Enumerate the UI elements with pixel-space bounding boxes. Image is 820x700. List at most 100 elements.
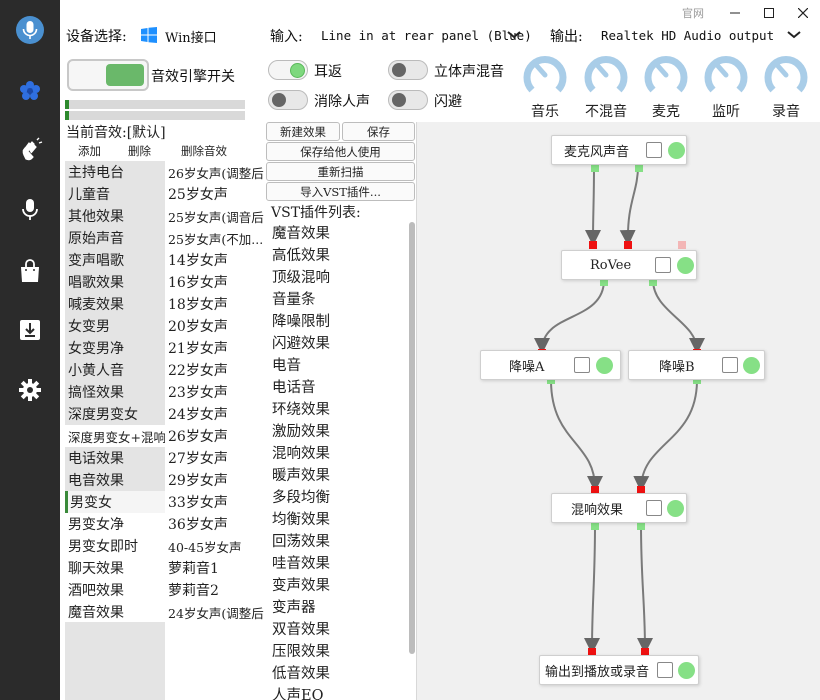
voice-preset-item[interactable]: 萝莉音2: [168, 583, 219, 599]
preset-list-item[interactable]: 深度男变女: [65, 403, 165, 425]
preset-list-item[interactable]: 主持电台: [65, 161, 165, 183]
node-mic-settings-icon[interactable]: [646, 142, 662, 158]
voice-preset-item[interactable]: 25岁女声(调音后): [168, 209, 264, 225]
vst-plugin-item[interactable]: 电音: [272, 357, 301, 374]
vst-plugin-item[interactable]: 低音效果: [272, 665, 330, 682]
node-mic[interactable]: 麦克风声音: [551, 135, 687, 165]
official-site-link[interactable]: 官网: [682, 7, 704, 20]
vst-plugin-item[interactable]: 多段均衡: [272, 489, 330, 506]
pin-output-in-1[interactable]: [588, 648, 596, 656]
preset-list-item[interactable]: 聊天效果: [68, 561, 124, 577]
vst-plugin-item[interactable]: 变声器: [272, 599, 316, 616]
vst-plugin-item[interactable]: 高低效果: [272, 247, 330, 264]
vst-plugin-item[interactable]: 降噪限制: [272, 313, 330, 330]
vst-list-scrollbar[interactable]: [409, 222, 415, 654]
stereo-mix-toggle[interactable]: [388, 60, 428, 80]
preset-list-item[interactable]: 男变女即时: [68, 539, 138, 555]
node-denoise-a[interactable]: 降噪A: [480, 350, 621, 380]
add-preset-button[interactable]: 添加: [78, 144, 101, 158]
pin-reverb-out-2[interactable]: [637, 522, 645, 530]
vst-plugin-item[interactable]: 闪避效果: [272, 335, 330, 352]
device-select[interactable]: Win接口: [165, 31, 217, 46]
pin-rovee-in-3[interactable]: [678, 241, 686, 249]
vst-plugin-item[interactable]: 电话音: [272, 379, 316, 396]
node-output-enabled-indicator[interactable]: [678, 661, 695, 679]
vst-plugin-item[interactable]: 音量条: [272, 291, 316, 308]
output-chevron-down-icon[interactable]: [787, 31, 801, 39]
voice-preset-item[interactable]: 29岁女声: [168, 473, 228, 489]
vst-plugin-item[interactable]: 混响效果: [272, 445, 330, 462]
shopping-bag-icon[interactable]: [0, 251, 60, 291]
voice-preset-item[interactable]: 36岁女声: [168, 517, 228, 533]
vst-plugin-item[interactable]: 双音效果: [272, 621, 330, 638]
save-button[interactable]: 保存: [342, 122, 415, 141]
voice-preset-item[interactable]: 24岁女声: [168, 407, 228, 423]
effect-graph-canvas[interactable]: 麦克风声音 RoVee 降噪A 降噪B 混响效果 输出到播放或录音: [416, 122, 820, 700]
preset-list-item[interactable]: 搞怪效果: [65, 381, 165, 403]
preset-list-item[interactable]: 深度男变女+混响: [68, 429, 165, 445]
vst-plugin-item[interactable]: 压限效果: [272, 643, 330, 660]
save-share-button[interactable]: 保存给他人使用: [266, 142, 415, 161]
pin-reverb-in-1[interactable]: [591, 486, 599, 494]
voice-preset-item[interactable]: 萝莉音1: [168, 561, 219, 577]
mic-logo-icon[interactable]: [0, 10, 60, 50]
node-denoise-b-settings-icon[interactable]: [722, 357, 738, 373]
preset-list-item[interactable]: 女变男: [65, 315, 165, 337]
pin-rovee-in-2[interactable]: [624, 241, 632, 249]
pin-rovee-out-2[interactable]: [649, 278, 657, 286]
flower-icon[interactable]: [0, 71, 60, 111]
vst-plugin-item[interactable]: 变声效果: [272, 577, 330, 594]
preset-list-item[interactable]: 小黄人音: [65, 359, 165, 381]
node-rovee[interactable]: RoVee: [561, 250, 697, 280]
voice-preset-item[interactable]: 24岁女声(调整后): [168, 605, 264, 621]
vst-plugin-item[interactable]: 暖声效果: [272, 467, 330, 484]
voice-preset-item[interactable]: 25岁女声: [168, 187, 228, 203]
rescan-button[interactable]: 重新扫描: [266, 162, 415, 181]
preset-list-item[interactable]: 电音效果: [65, 469, 165, 491]
voice-preset-item[interactable]: 21岁女声: [168, 341, 228, 357]
preset-list-item[interactable]: 酒吧效果: [68, 583, 124, 599]
node-reverb-settings-icon[interactable]: [646, 500, 662, 516]
vocal-remove-toggle[interactable]: [268, 90, 308, 110]
voice-preset-item[interactable]: 25岁女声(不加...: [168, 231, 264, 247]
pin-rovee-out-1[interactable]: [600, 278, 608, 286]
pin-mic-out-1[interactable]: [591, 164, 599, 172]
minimize-button[interactable]: [718, 0, 752, 26]
preset-list-item[interactable]: 男变女: [65, 491, 165, 513]
node-output[interactable]: 输出到播放或录音: [539, 655, 699, 685]
node-reverb-enabled-indicator[interactable]: [667, 499, 684, 517]
node-denoise-a-settings-icon[interactable]: [574, 357, 590, 373]
pin-rovee-in-1[interactable]: [589, 241, 597, 249]
knob-0[interactable]: [520, 50, 570, 100]
maximize-button[interactable]: [752, 0, 786, 26]
input-select[interactable]: Line in at rear panel (Blue): [321, 28, 532, 43]
knob-2[interactable]: [641, 50, 691, 100]
knob-1[interactable]: [581, 50, 631, 100]
download-icon[interactable]: [0, 310, 60, 350]
knob-3[interactable]: [701, 50, 751, 100]
engine-switch[interactable]: [67, 59, 149, 91]
node-mic-enabled-indicator[interactable]: [668, 141, 685, 159]
voice-preset-item[interactable]: 26岁女声(调整后): [168, 165, 264, 181]
vst-plugin-item[interactable]: 激励效果: [272, 423, 330, 440]
preset-list-item[interactable]: 女变男净: [65, 337, 165, 359]
input-chevron-down-icon[interactable]: [507, 31, 521, 39]
node-denoise-b[interactable]: 降噪B: [628, 350, 765, 380]
pin-reverb-in-2[interactable]: [637, 486, 645, 494]
pin-output-in-2[interactable]: [641, 648, 649, 656]
preset-list-item[interactable]: 唱歌效果: [65, 271, 165, 293]
pin-denoise-b-out[interactable]: [693, 376, 701, 384]
ducking-toggle[interactable]: [388, 90, 428, 110]
node-rovee-enabled-indicator[interactable]: [677, 256, 694, 274]
node-rovee-settings-icon[interactable]: [655, 257, 671, 273]
voice-preset-item[interactable]: 22岁女声: [168, 363, 228, 379]
delete-effect-button[interactable]: 删除音效: [181, 144, 227, 158]
pin-reverb-out-1[interactable]: [591, 522, 599, 530]
vst-plugin-item[interactable]: 魔音效果: [272, 225, 330, 242]
settings-gear-icon[interactable]: [0, 370, 60, 410]
preset-list-item[interactable]: 电话效果: [65, 447, 165, 469]
clap-hands-icon[interactable]: [0, 130, 60, 170]
voice-preset-item[interactable]: 16岁女声: [168, 275, 228, 291]
preset-list-item[interactable]: 儿童音: [65, 183, 165, 205]
voice-preset-item[interactable]: 14岁女声: [168, 253, 228, 269]
